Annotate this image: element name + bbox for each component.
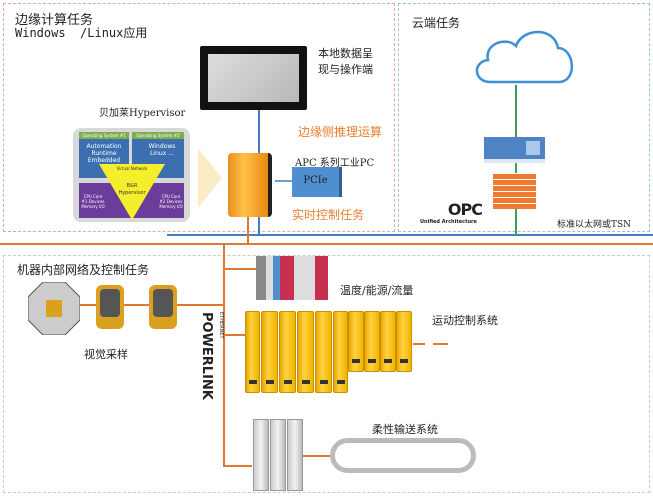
- conveyor-drive-branch: [224, 465, 252, 467]
- motion-extension: [413, 343, 425, 345]
- os1-label: Operating System #1: [82, 133, 126, 138]
- ar-label: Automation Runtime Embedded: [86, 143, 122, 164]
- cloud-title: 云端任务: [412, 16, 461, 30]
- core2-label: CPU Core #2 Devices Memory I/O: [159, 194, 183, 209]
- motion-extension-dash: [433, 343, 448, 345]
- vision-label: 视觉采样: [84, 348, 128, 361]
- conveyor-link: [302, 455, 330, 457]
- cloud-icon: [475, 30, 574, 84]
- network-switch-icon: [484, 137, 545, 163]
- inference-label: 边缘侧推理运算: [298, 125, 383, 139]
- arrow-shape: [198, 148, 222, 208]
- blue-network-line: [167, 234, 653, 236]
- realtime-label: 实时控制任务: [292, 208, 365, 222]
- apc-industrial-pc: [228, 153, 272, 217]
- vision-system-icon: [28, 282, 80, 335]
- edge-title: 边缘计算任务: [15, 13, 94, 28]
- apc-label: APC 系列工业PC: [295, 158, 375, 169]
- smart-camera-1: [96, 285, 124, 329]
- cloud-zone: [398, 3, 650, 232]
- smart-camera-2: [149, 285, 177, 329]
- hypervisor-label: 贝加莱Hypervisor: [99, 108, 186, 119]
- firewall-icon: [493, 173, 536, 209]
- opc-logo: OPC Unified Architecture: [420, 200, 483, 225]
- conveyor-label: 柔性输送系统: [372, 423, 438, 436]
- hv-label: B&R Hypervisor: [118, 183, 146, 196]
- display-monitor: [200, 46, 307, 110]
- machine-zone: [3, 255, 650, 493]
- core1-label: CPU Core #1 Devices Memory I/O: [81, 194, 105, 209]
- motion-label: 运动控制系统: [432, 314, 498, 327]
- io-branch: [224, 268, 256, 270]
- machine-title: 机器内部网络及控制任务: [17, 263, 150, 277]
- display-label: 本地数据呈 现与操作端: [318, 47, 373, 76]
- vnet-label: Virtual Network: [116, 166, 148, 171]
- io-label: 温度/能源/流量: [340, 284, 414, 297]
- edge-computing-zone: [3, 3, 395, 232]
- edge-subtitle: Windows /Linux应用: [15, 26, 148, 40]
- os-label: Windows Linux ...: [148, 143, 176, 157]
- pc-link: [247, 217, 249, 244]
- powerlink-trunk: [223, 244, 225, 467]
- pcie-arrow: [275, 180, 293, 182]
- io-modules: [256, 256, 328, 300]
- motion-branch: [224, 334, 246, 336]
- powerlink-logo: POWERLINK ETHERNET: [199, 312, 224, 400]
- orange-network-line: [0, 243, 653, 245]
- network-label: 标准以太网或TSN: [557, 220, 632, 230]
- pcie-card: PCIe: [292, 167, 342, 197]
- hypervisor-triangle: [99, 164, 165, 220]
- hypervisor-diagram: Operating System #1 Operating System #2 …: [73, 128, 190, 222]
- conveyor-track: [330, 438, 476, 473]
- os2-label: Operating System #2: [136, 133, 180, 138]
